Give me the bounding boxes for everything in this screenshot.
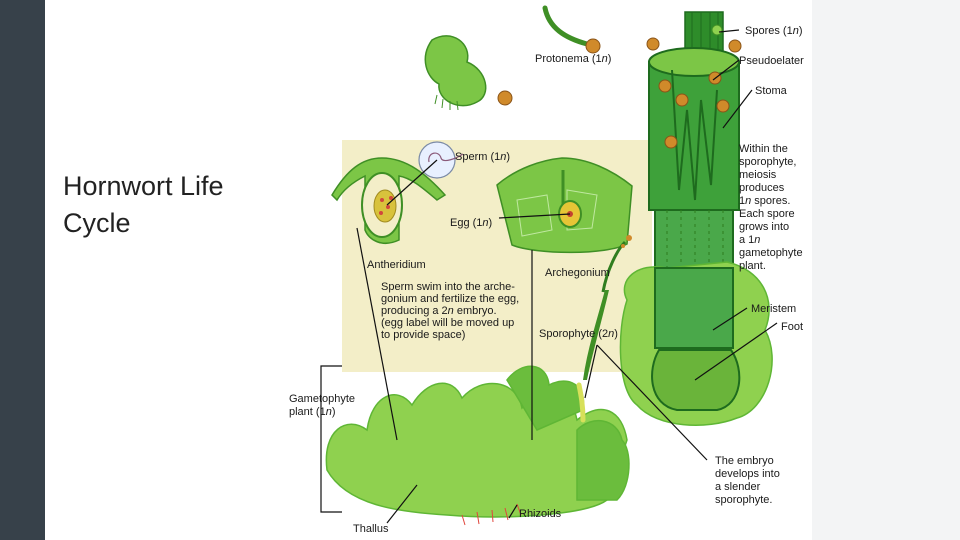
label-gametophyte-plant: Gametophyte plant (1n) — [289, 393, 358, 418]
label-stoma: Stoma — [755, 85, 788, 97]
label-pseudoelater: Pseudoelater — [739, 55, 804, 67]
label-spores: Spores (1n) — [745, 25, 803, 37]
meiosis-text: Within the sporophyte, meiosis produces … — [739, 143, 806, 272]
hornwort-life-cycle-diagram: Spores (1n) Pseudoelater Stoma Protonema… — [287, 0, 812, 540]
embryo-text: The embryo develops into a slender sporo… — [715, 455, 783, 506]
archegonium-illustration — [497, 158, 632, 252]
label-rhizoids: Rhizoids — [519, 508, 562, 520]
label-sperm: Sperm (1n) — [455, 151, 510, 163]
label-meristem: Meristem — [751, 303, 796, 315]
label-egg: Egg (1n) — [450, 217, 492, 229]
label-foot: Foot — [781, 321, 803, 333]
label-archegonium: Archegonium — [545, 267, 610, 279]
label-protonema: Protonema (1n) — [535, 53, 611, 65]
label-antheridium: Antheridium — [367, 259, 426, 271]
label-thallus: Thallus — [353, 523, 389, 535]
slide-sidebar — [0, 0, 45, 540]
slide-title: Hornwort Life Cycle — [63, 168, 283, 242]
slide-right-margin — [812, 0, 960, 540]
label-sporophyte: Sporophyte (2n) — [539, 328, 618, 340]
